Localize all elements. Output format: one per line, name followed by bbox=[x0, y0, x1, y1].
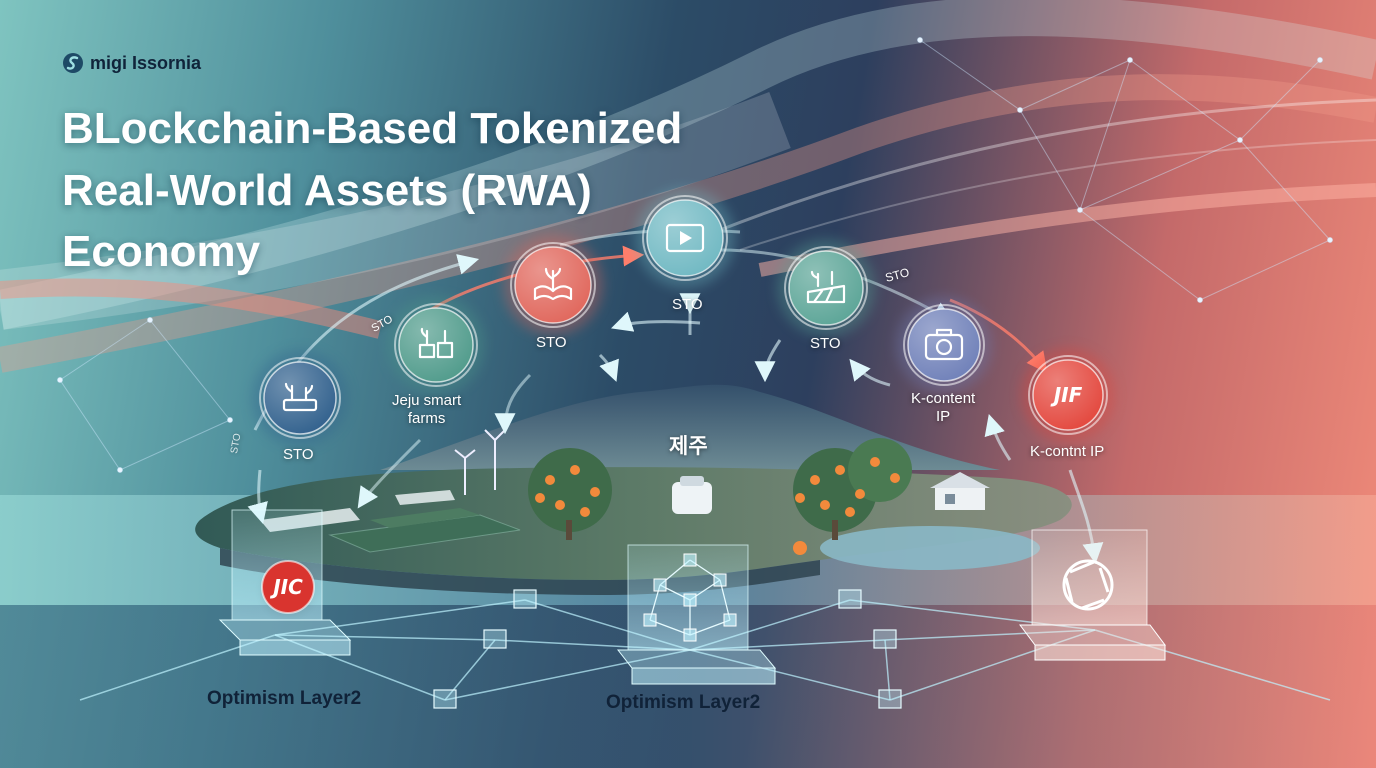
page-title: BLockchain-Based Tokenized Real-World As… bbox=[62, 98, 822, 283]
camera-icon bbox=[924, 328, 964, 361]
node-jeju-farms bbox=[387, 296, 485, 394]
layer-label-left: Optimism Layer2 bbox=[207, 688, 362, 709]
video-play-icon bbox=[665, 223, 705, 253]
jif-coin-text: JIF bbox=[1050, 383, 1083, 407]
title-line-1: BLockchain-Based Tokenized bbox=[62, 104, 683, 153]
greenhouse-plants-icon bbox=[418, 327, 454, 359]
island-label: 제주 bbox=[669, 435, 708, 458]
farmhouse bbox=[930, 472, 990, 510]
network-constellation bbox=[57, 37, 1333, 473]
crop-field-icon bbox=[282, 382, 318, 412]
tangerine-trees bbox=[528, 438, 912, 555]
node-sto-field bbox=[777, 239, 875, 337]
token-nodes: JIF bbox=[252, 188, 1115, 446]
pond bbox=[820, 526, 1040, 570]
label-sto-video: STO bbox=[672, 296, 703, 313]
node-sto-video bbox=[635, 188, 735, 288]
s-swirl-logo-icon bbox=[63, 53, 83, 73]
label-jif: K-contnt IP bbox=[1030, 443, 1105, 460]
label-sto-book: STO bbox=[536, 334, 567, 351]
node-jif: JIF bbox=[1021, 348, 1115, 442]
jic-coin bbox=[261, 560, 315, 614]
field-landscape-icon bbox=[806, 270, 846, 304]
jic-coin-text: JIC bbox=[269, 575, 303, 599]
node-sto-open-book bbox=[503, 235, 603, 335]
center-glass-cube bbox=[616, 544, 777, 685]
network-blocks bbox=[433, 589, 902, 709]
right-glass-cube bbox=[1019, 529, 1166, 661]
left-glass-cube bbox=[218, 509, 352, 656]
title-line-3: Economy bbox=[62, 227, 261, 277]
node-sto-farm bbox=[252, 350, 348, 446]
label-sto-farm: STO bbox=[283, 446, 314, 463]
camera-shutter-icon bbox=[1062, 559, 1114, 611]
farm-robot bbox=[672, 476, 712, 514]
node-k-content bbox=[896, 297, 992, 393]
hallasan-mountain bbox=[380, 384, 1000, 470]
open-book-plant-icon bbox=[533, 267, 573, 301]
layer-label-center: Optimism Layer2 bbox=[606, 692, 761, 713]
title-line-2: Real-World Assets (RWA) bbox=[62, 165, 592, 215]
label-sto-field: STO bbox=[810, 335, 841, 352]
brand-name: migi Issornia bbox=[90, 52, 202, 73]
brand: migi Issornia bbox=[62, 52, 201, 74]
